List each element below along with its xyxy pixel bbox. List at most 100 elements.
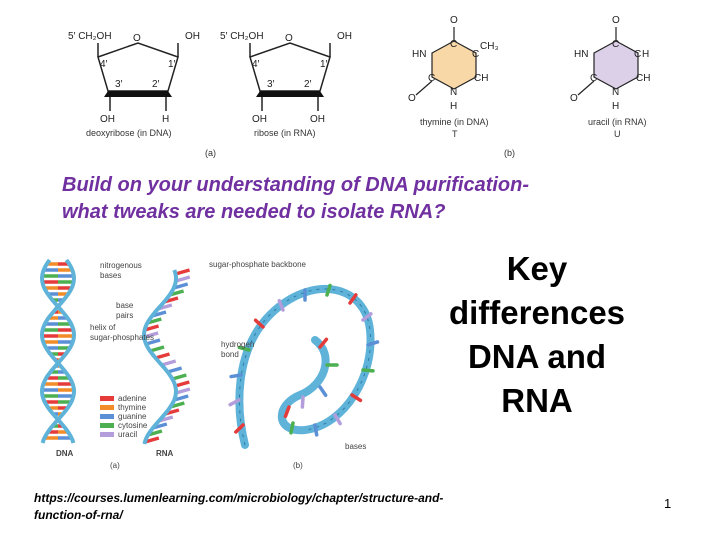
fold-base [283,405,291,419]
svg-text:adenine: adenine [118,394,147,403]
sugar-panel-label: (a) [205,148,216,158]
c1-label: 1′ [168,59,176,70]
base-panel-label: (b) [504,148,515,158]
rna-base [161,359,177,367]
rna-base [175,268,191,276]
title-line-4: RNA [501,382,573,419]
question-line-2: what tweaks are needed to isolate RNA? [62,201,446,223]
svg-text:H: H [450,101,457,112]
source-link[interactable]: https://courses.lumenlearning.com/microb… [34,490,554,524]
c2-label: 2′ [152,79,160,90]
fold-base [348,293,358,305]
fold-base [325,283,332,297]
fold-base [333,413,342,426]
uracil-caption: uracil (in RNA) [588,117,647,127]
slide-number: 1 [664,496,672,511]
fold-base [361,368,375,373]
bottom-left-oh: OH [100,114,115,125]
c3-label: 3′ [115,79,123,90]
thymine-structure: O HN C C CH₃ C CH N O H thymine (in DNA)… [408,15,499,139]
deoxyribose-caption: deoxyribose (in DNA) [86,128,172,138]
helix-panel-label: (a) [110,461,120,470]
uracil-letter: U [614,129,621,139]
svg-text:2′: 2′ [304,79,312,90]
svg-text:O: O [408,93,416,104]
title-line-3: DNA and [467,338,607,375]
fold-base [361,312,373,322]
svg-text:guanine: guanine [118,412,147,421]
base-legend: adenine thymine guanine cytosine uracil [100,394,148,439]
fold-base [313,423,319,437]
fold-base [300,395,305,409]
dna-helix [39,258,77,444]
svg-text:4′: 4′ [252,59,260,70]
ribose-structure: 5′ CH₂OH O OH 4′ 1′ 3′ 2′ OH OH ribose (… [220,31,352,138]
svg-text:1′: 1′ [320,59,328,70]
rna-base [149,345,165,353]
rna-strand [141,269,179,445]
source-line-2: function-of-rna/ [34,508,123,522]
rna-base [145,338,161,346]
rna-backbone [235,285,375,449]
deoxyribose-structure: 5′ CH₂OH O OH 4′ 1′ 3′ 2′ OH H deoxyribo… [68,31,200,138]
svg-text:CH: CH [636,73,650,84]
fold-panel-label: (b) [293,461,303,470]
svg-text:nitrogenous: nitrogenous [100,261,142,270]
fold-base [234,423,245,434]
rna-base [175,387,191,395]
svg-text:C: C [450,39,457,50]
svg-text:N: N [612,87,619,98]
slide-title: Key differences DNA and RNA [412,247,662,423]
ribose-caption: ribose (in RNA) [254,128,316,138]
svg-text:C: C [428,73,435,84]
svg-text:H: H [612,101,619,112]
svg-text:HN: HN [412,49,426,60]
svg-text:helix of: helix of [90,323,116,332]
dna-rna-helix-figure: nitrogenous bases base pairs helix of su… [39,258,191,470]
question-text: Build on your understanding of DNA purif… [62,172,642,226]
svg-text:C: C [612,39,619,50]
rna-base [175,275,191,283]
dna-strand [39,258,77,444]
svg-text:sugar-phosphate backbone: sugar-phosphate backbone [209,260,307,269]
c5-label: 5′ CH₂OH [68,31,112,42]
fold-base [237,345,251,352]
svg-text:base: base [116,301,134,310]
svg-text:C: C [634,49,641,60]
rna-bases [228,283,380,437]
svg-text:sugar-phosphates: sugar-phosphates [90,333,154,342]
fold-base [253,318,265,329]
svg-text:5′ CH₂OH: 5′ CH₂OH [220,31,264,42]
fold-base [289,421,295,435]
rna-helix [141,268,191,445]
rna-fold-figure: sugar-phosphate backbone hydrogen bond b… [209,260,380,470]
fold-base [229,373,243,379]
fold-base [318,337,329,349]
svg-text:OH: OH [337,31,352,42]
dna-strand [39,258,77,444]
uracil-structure: O HN C C H C CH N O H uracil (in RNA) U [570,15,650,139]
fold-base [228,398,241,407]
dna-label: DNA [56,449,74,458]
rna-base [174,380,190,388]
svg-text:O: O [612,15,620,26]
svg-text:C: C [590,73,597,84]
svg-text:pairs: pairs [116,311,133,320]
svg-text:hydrogen: hydrogen [221,340,254,349]
svg-text:N: N [450,87,457,98]
c4-label: 4′ [100,59,108,70]
bottom-right-h: H [162,114,169,125]
svg-text:H: H [642,49,649,60]
rna-label: RNA [156,449,174,458]
rna-base [167,366,183,374]
svg-text:uracil: uracil [118,430,137,439]
thymine-letter: T [452,129,458,139]
svg-text:OH: OH [310,114,325,125]
svg-text:O: O [570,93,578,104]
question-line-1: Build on your understanding of DNA purif… [62,174,530,196]
fold-base [277,298,285,312]
svg-text:CH₃: CH₃ [480,41,499,52]
svg-text:cytosine: cytosine [118,421,148,430]
rna-base [155,352,171,360]
svg-text:HN: HN [574,49,588,60]
